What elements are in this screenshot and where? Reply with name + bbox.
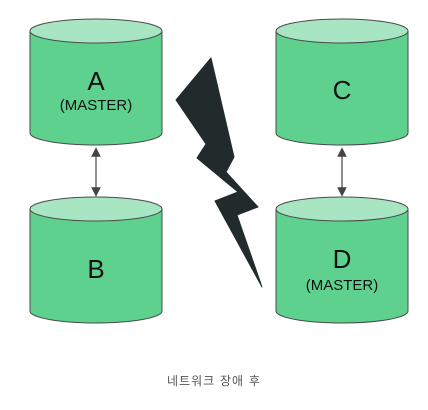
- database-a-name: A: [87, 66, 105, 96]
- database-d-role: (MASTER): [306, 277, 379, 294]
- database-d-name: D: [333, 244, 352, 274]
- diagram-caption: 네트워크 장애 후: [167, 374, 261, 388]
- network-failure-diagram: A (MASTER) B C D (MASTER): [29, 18, 409, 324]
- database-c-name: C: [333, 75, 352, 105]
- database-c: C: [275, 18, 409, 146]
- database-a: A (MASTER): [29, 18, 163, 146]
- database-b-name: B: [87, 254, 104, 284]
- lightning-bolt-icon: [175, 57, 263, 288]
- database-a-role: (MASTER): [60, 97, 133, 114]
- database-b: B: [29, 196, 163, 324]
- database-d: D (MASTER): [275, 196, 409, 324]
